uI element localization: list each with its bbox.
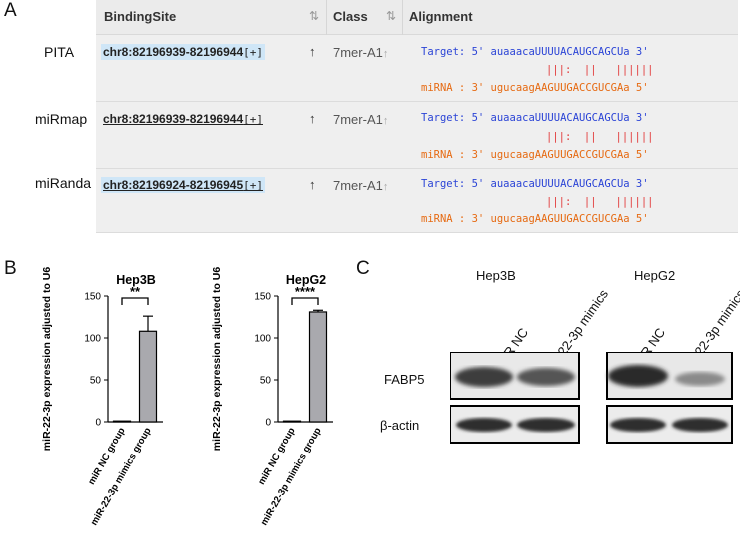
western-blot-images	[450, 352, 733, 444]
y-tick-label: 50	[90, 376, 102, 387]
protein-label: β-actin	[380, 418, 420, 433]
bar	[282, 420, 302, 423]
binding-site-link[interactable]: chr8:82196924-82196945[+]	[101, 177, 265, 193]
y-tick-label: 100	[84, 334, 101, 345]
panel-label-c: C	[356, 258, 370, 279]
sort-icon[interactable]: ⇅	[386, 9, 397, 23]
sort-icon[interactable]: ⇅	[309, 9, 320, 23]
bar	[308, 311, 328, 423]
y-tick-label: 50	[260, 376, 272, 387]
significance-label: ****	[295, 284, 316, 299]
mirna-sequence: miRNA : 3' ugucaagAAGUUGACCGUCGAa 5'	[421, 82, 649, 94]
y-tick-label: 0	[95, 418, 101, 429]
panel-label-b: B	[4, 258, 17, 279]
up-arrow-icon: ↑	[309, 111, 316, 126]
tool-label: miRmap	[35, 111, 88, 127]
protein-label: FABP5	[384, 372, 425, 387]
y-axis-label: miR-22-3p expression adjusted to U6	[211, 267, 223, 452]
target-sequence: Target: 5' auaaacaUUUUACAUGCAGCUa 3'	[421, 178, 649, 190]
y-axis-label: miR-22-3p expression adjusted to U6	[41, 267, 53, 452]
mirna-sequence: miRNA : 3' ugucaagAAGUUGACCGUCGAa 5'	[421, 149, 649, 161]
panel-label-a: A	[4, 0, 17, 21]
tool-label: PITA	[44, 44, 75, 60]
mirna-sequence: miRNA : 3' ugucaagAAGUUGACCGUCGAa 5'	[421, 213, 649, 225]
header-binding-site[interactable]: BindingSite	[104, 9, 177, 24]
significance-bracket	[291, 297, 319, 305]
pairing-line: |||: || ||||||	[546, 131, 654, 143]
y-tick-label: 150	[254, 292, 271, 303]
class-value: 7mer-A1↑	[333, 112, 389, 127]
blot-hepg2-actin	[606, 405, 733, 444]
class-value: 7mer-A1↑	[333, 45, 389, 60]
chart-title: Hep3B	[116, 273, 156, 287]
cell-line-label: HepG2	[634, 268, 676, 283]
significance-label: **	[130, 284, 141, 299]
up-arrow-icon: ↑	[309, 44, 316, 59]
significance-bracket	[121, 297, 149, 305]
blot-hepg2-fabp5	[606, 352, 733, 400]
header-class[interactable]: Class	[333, 9, 368, 24]
pairing-line: |||: || ||||||	[546, 196, 654, 208]
table-row	[96, 35, 738, 102]
y-tick-label: 150	[84, 292, 101, 303]
bar	[138, 330, 158, 423]
pairing-line: |||: || ||||||	[546, 64, 654, 76]
tool-label: miRanda	[35, 175, 92, 191]
y-tick-label: 0	[265, 418, 271, 429]
up-arrow-icon: ↑	[309, 177, 316, 192]
binding-site-link[interactable]: chr8:82196939-82196944[+]	[101, 44, 265, 60]
blot-hep3b-fabp5	[450, 352, 580, 400]
binding-site-link[interactable]: chr8:82196939-82196944[+]	[103, 112, 263, 126]
bar	[112, 420, 132, 423]
y-tick-label: 100	[254, 334, 271, 345]
header-alignment[interactable]: Alignment	[409, 9, 473, 24]
expression-bar-charts: miR-22-3p expression adjusted to U6 0 50 10…	[41, 267, 333, 528]
table-header	[96, 0, 738, 35]
target-sequence: Target: 5' auaaacaUUUUACAUGCAGCUa 3'	[421, 46, 649, 58]
chart-title: HepG2	[286, 273, 326, 287]
cell-line-label: Hep3B	[476, 268, 516, 283]
blot-hep3b-actin	[450, 405, 580, 444]
table-row	[96, 102, 738, 169]
class-value: 7mer-A1↑	[333, 178, 389, 193]
table-row	[96, 169, 738, 233]
target-sequence: Target: 5' auaaacaUUUUACAUGCAGCUa 3'	[421, 112, 649, 124]
